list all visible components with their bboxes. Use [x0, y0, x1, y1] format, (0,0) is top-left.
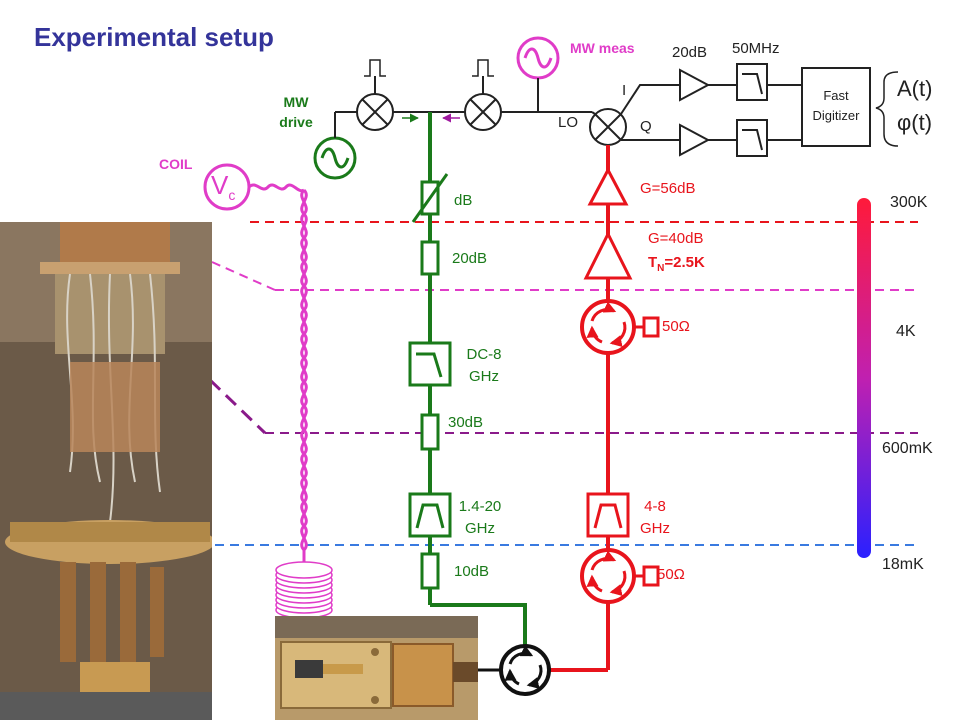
lowpass-dc8: [408, 341, 452, 387]
circulator-arrow: [586, 325, 603, 344]
i-amplifier: [679, 68, 711, 102]
atten-20db-label: 20dB: [452, 250, 488, 267]
circulator-arrows-icon: [508, 645, 534, 665]
iso1-term-label: 50Ω: [662, 318, 690, 335]
i-lowpass-filter: [736, 63, 768, 101]
mw-meas-text: MW meas: [570, 40, 635, 56]
lo-label: LO: [558, 114, 579, 131]
bandpass-output-label: 4-8 GHz: [633, 496, 677, 540]
amplifier-40db-hemt: [583, 230, 633, 280]
lo-to-mixer: [591, 111, 596, 115]
mw-drive-label: MW drive: [279, 94, 313, 130]
circulator-arrows-icon: [590, 550, 617, 571]
i-path: [620, 84, 680, 115]
mixer-cross: [361, 98, 389, 126]
coil-label: COIL: [159, 156, 193, 172]
amp2-noise-label: TN=2.5K: [648, 254, 705, 274]
q-lowpass-filter: [736, 119, 768, 157]
temperature-bar: [857, 198, 871, 558]
output-phase: φ(t): [897, 110, 933, 135]
amp2-noise-sub: N: [657, 263, 665, 274]
attenuator-20db: [420, 240, 440, 276]
bandpass-4-8: [586, 492, 630, 538]
cryostat-photo: [0, 222, 212, 720]
lowpass-label: DC-8 GHz: [457, 344, 511, 388]
sine-icon: [320, 147, 350, 169]
i-port-label: I: [622, 82, 627, 99]
output-amplitude: A(t): [897, 76, 933, 101]
drive-line-to-circulator: [430, 603, 527, 648]
temp-4k: 4K: [896, 323, 916, 340]
circulator-arrow: [504, 668, 520, 686]
circulator-arrows-icon: [590, 301, 617, 322]
circulator-arrow: [526, 664, 543, 689]
bandpass-output-1: 4-8: [644, 498, 666, 515]
circulator-arrow: [609, 321, 627, 348]
attenuator-30db: [420, 413, 440, 451]
amp2-gain-label: G=40dB: [648, 230, 704, 247]
mixer-cross: [469, 98, 497, 126]
twisted-pair: [247, 183, 308, 566]
readout-amp-gain: 20dB: [672, 44, 708, 61]
atten-10db-label: 10dB: [454, 563, 490, 580]
lowpass-icon: [742, 129, 763, 151]
mixer-cross: [594, 113, 622, 141]
variable-atten-label: dB: [454, 192, 473, 209]
sample-holder-photo: [275, 616, 478, 720]
bandpass-drive-2: GHz: [465, 520, 495, 537]
digitizer-line2: Digitizer: [812, 108, 860, 123]
termination-50-ohm-1: [642, 316, 660, 338]
bandpass-1p4-20: [408, 492, 452, 538]
readout-filter-label: 50MHz: [732, 40, 780, 57]
lowpass-label-1: DC-8: [466, 346, 502, 363]
amp2-noise-rest: =2.5K: [664, 254, 705, 271]
mw-meas-label: MW meas: [558, 38, 635, 58]
vc-main: V: [211, 170, 229, 200]
fast-digitizer: [801, 67, 871, 147]
amp1-gain-label: G=56dB: [640, 180, 696, 197]
circulator-arrow: [609, 570, 627, 597]
stage-line-600mk-diag: [208, 378, 267, 435]
temp-300k: 300K: [890, 194, 928, 211]
vc-sub: c: [228, 187, 236, 204]
iso2-term-label: 50Ω: [657, 566, 685, 583]
termination-50-ohm-2: [642, 565, 660, 587]
coil-spool: [275, 561, 333, 619]
bandpass-icon: [593, 503, 623, 529]
atten-30db-label: 30dB: [448, 414, 484, 431]
lowpass-label-2: GHz: [469, 368, 499, 385]
bandpass-icon: [415, 503, 445, 529]
amp2-noise-main: T: [648, 254, 658, 271]
bandpass-drive-1: 1.4-20: [458, 498, 502, 515]
amplifier-56db: [587, 166, 629, 206]
lowpass-icon: [742, 73, 763, 95]
circulator-arrow: [586, 574, 603, 593]
pulse-icon: [472, 59, 494, 77]
slide-title: Experimental setup: [34, 22, 274, 52]
bandpass-output-2: GHz: [640, 520, 670, 537]
vc-label: Vc: [211, 170, 235, 203]
temp-18mk: 18mK: [882, 556, 924, 573]
stage-line-4k-diag: [211, 261, 276, 291]
variable-arrow: [411, 173, 449, 223]
output-brace: [875, 71, 899, 147]
q-port-label: Q: [640, 118, 652, 135]
temp-600mk: 600mK: [882, 440, 933, 457]
pulse-icon: [364, 59, 386, 77]
q-amplifier: [679, 123, 711, 157]
digitizer-line1: Fast: [823, 88, 849, 103]
lowpass-icon: [416, 352, 443, 378]
bandpass-drive-label: 1.4-20 GHz: [455, 496, 505, 540]
sine-icon: [523, 47, 553, 69]
attenuator-10db: [420, 552, 440, 590]
digitizer-label: Fast Digitizer: [802, 86, 870, 126]
